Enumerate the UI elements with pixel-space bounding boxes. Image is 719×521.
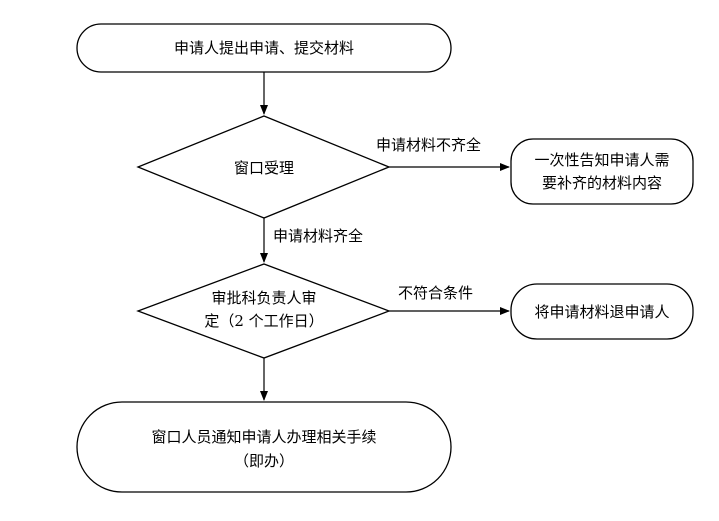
return-materials-node: 将申请材料退申请人 (510, 283, 694, 340)
noncompliant-label: 不符合条件 (398, 284, 473, 302)
review-label-line2: 定（2 个工作日） (204, 312, 323, 330)
final-node-line1: 窗口人员通知申请人办理相关手续 (151, 428, 376, 446)
start-node: 申请人提出申请、提交材料 (76, 23, 452, 73)
notify-supplement-node: 一次性告知申请人需 要补齐的材料内容 (510, 138, 694, 205)
start-node-label: 申请人提出申请、提交材料 (174, 39, 354, 57)
notify-supplement-line1: 一次性告知申请人需 (534, 151, 669, 169)
return-materials-label: 将申请材料退申请人 (534, 303, 669, 321)
review-decision: 审批科负责人审 定（2 个工作日） (136, 263, 391, 359)
final-node-line2: （即办） (234, 452, 294, 470)
window-accept-label: 窗口受理 (234, 159, 294, 177)
window-accept-decision: 窗口受理 (136, 115, 391, 219)
notify-supplement-line2: 要补齐的材料内容 (542, 174, 662, 192)
review-label-line1: 审批科负责人审 (211, 289, 316, 307)
complete-label: 申请材料齐全 (273, 227, 363, 245)
final-node: 窗口人员通知申请人办理相关手续 （即办） (76, 401, 452, 493)
incomplete-label: 申请材料不齐全 (376, 136, 481, 154)
